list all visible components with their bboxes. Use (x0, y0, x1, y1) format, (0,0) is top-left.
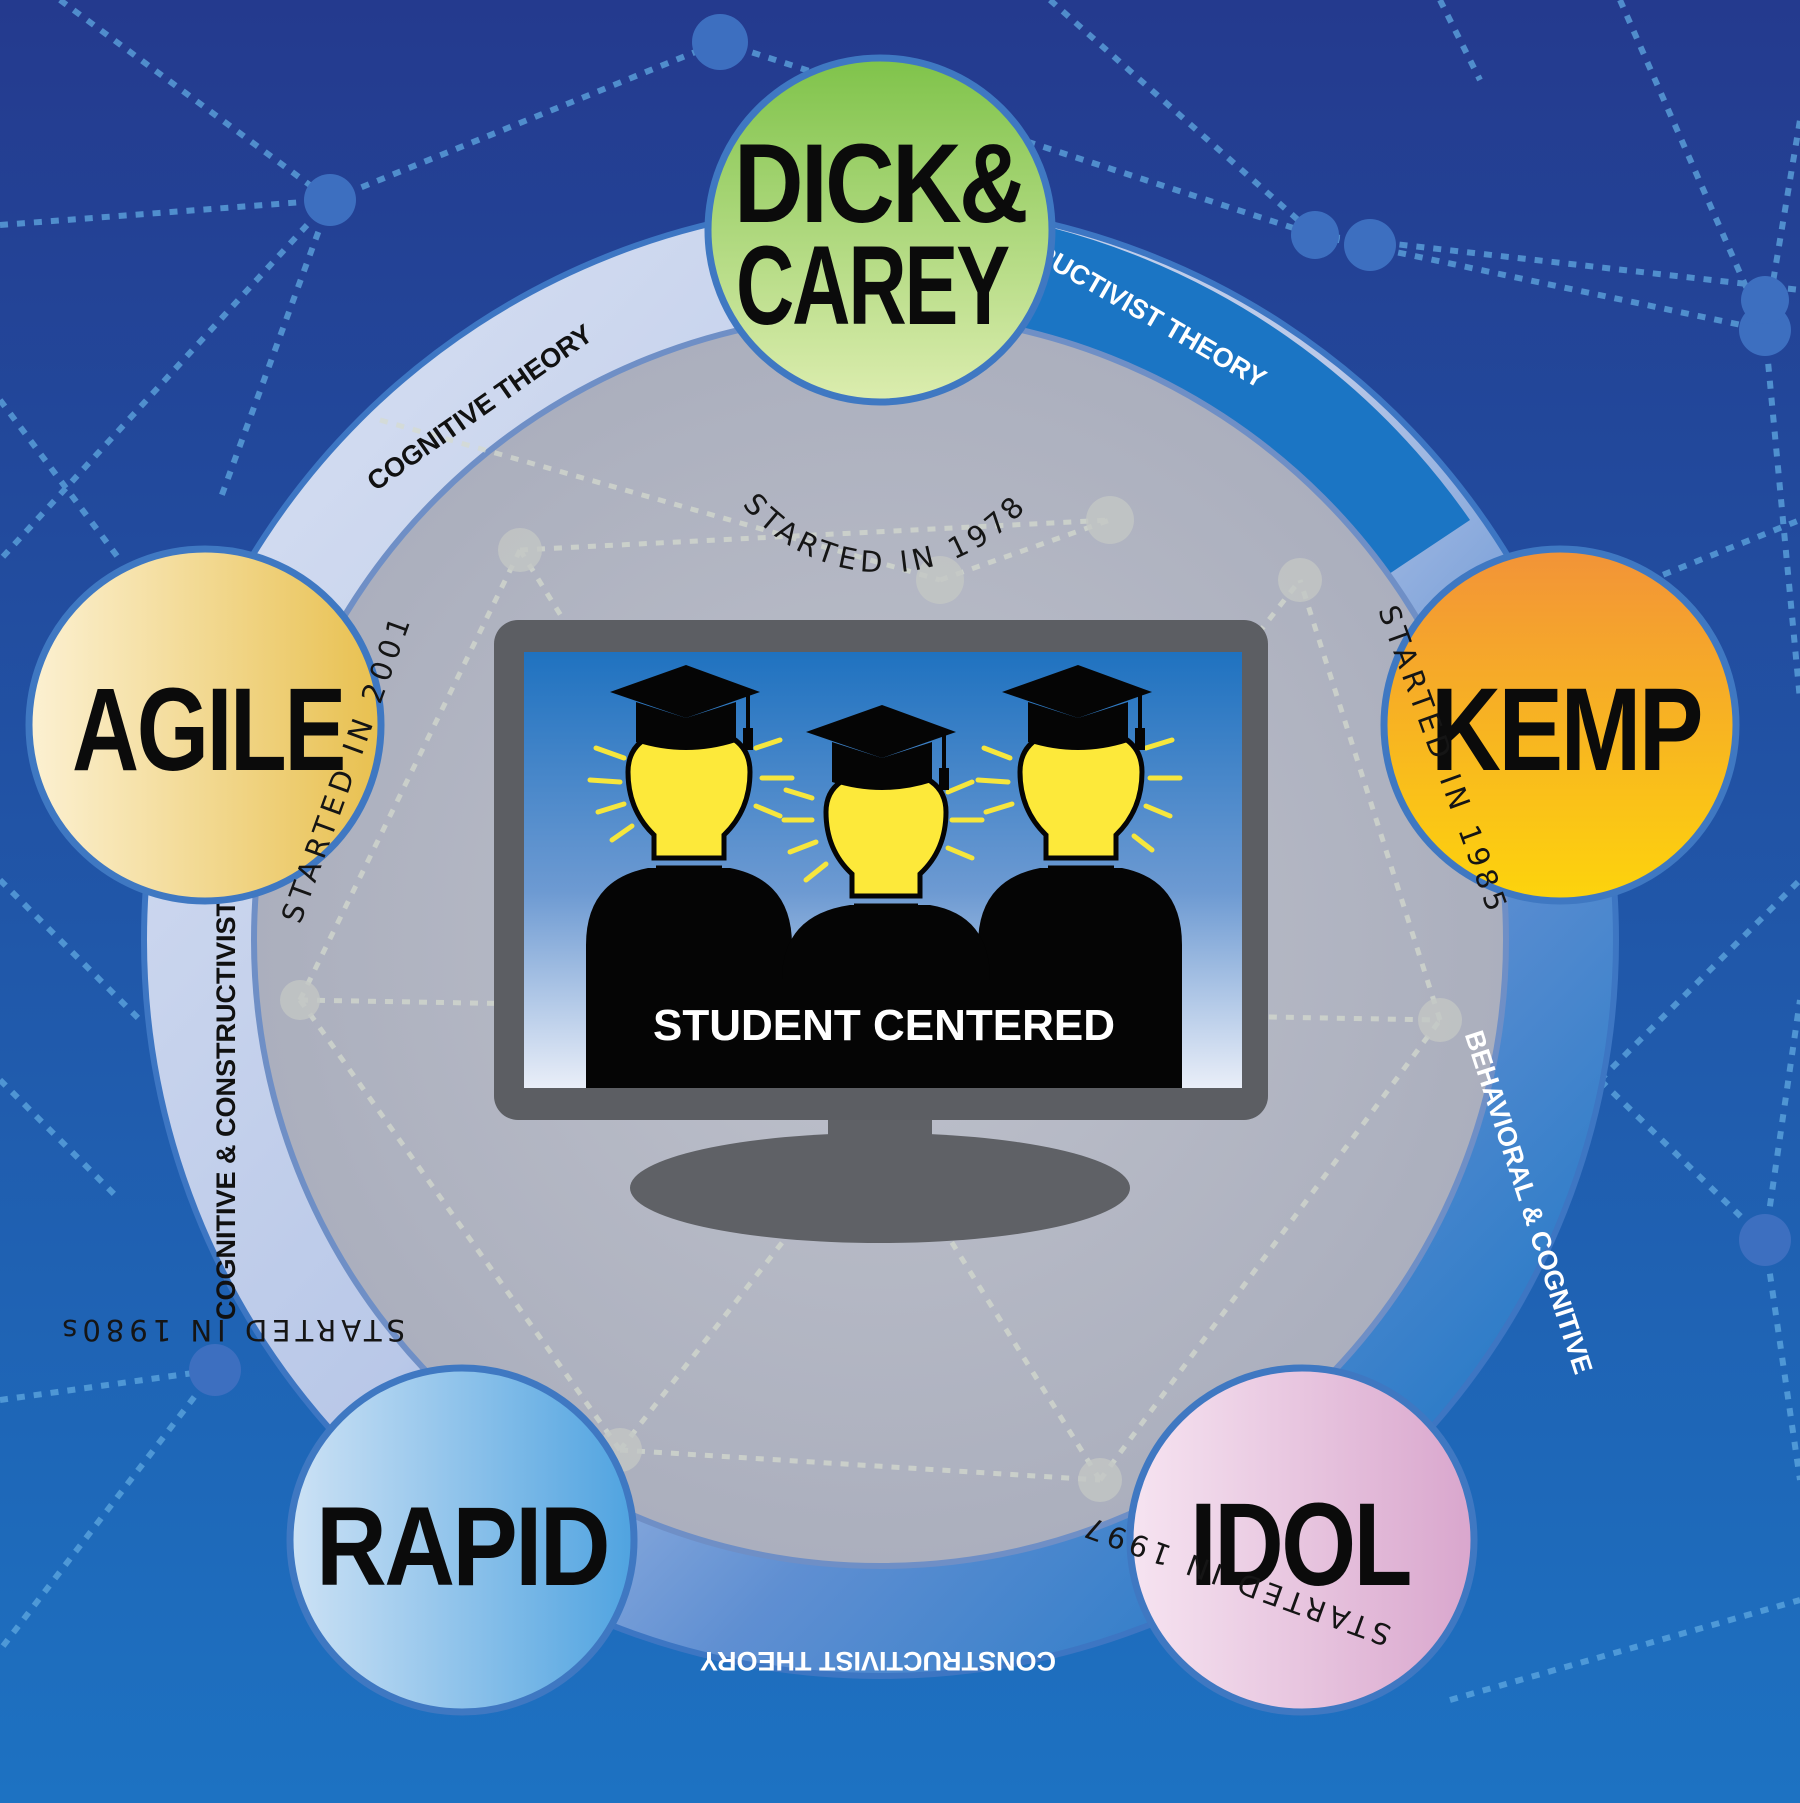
students (586, 665, 1183, 1088)
model-circle-dick-carey (704, 54, 1056, 406)
theory-label-rapid-agile: COGNITIVE & CONSTRUCTIVIST (211, 899, 241, 1320)
model-circle-rapid (286, 1364, 638, 1716)
inner-network-nodes (280, 496, 1462, 1502)
model-label-dick-carey-line1: DICK& (734, 121, 1026, 246)
model-started-rapid: STARTED IN 1980s (57, 1313, 405, 1347)
monitor: STUDENT CENTERED (494, 620, 1268, 1243)
model-label-dick-carey-line2: CAREY (736, 223, 1009, 348)
model-label-idol: IDOL (1190, 1479, 1410, 1611)
center-label: STUDENT CENTERED (653, 1001, 1115, 1050)
model-circle-agile (25, 545, 385, 905)
model-label-agile: AGILE (72, 664, 344, 796)
network-nodes (189, 14, 1791, 1396)
grad-cap-left (610, 665, 760, 750)
model-circle-idol (1126, 1364, 1478, 1716)
student-gown-right (978, 868, 1182, 1088)
theory-label-idol-rapid: CONSTRUCTIVIST THEORY (700, 1646, 1056, 1676)
monitor-base (630, 1133, 1130, 1243)
grad-cap-right (1002, 665, 1152, 750)
model-circle-kemp (1380, 545, 1740, 905)
bulb-rays (587, 737, 1183, 883)
model-label-rapid: RAPID (316, 1484, 608, 1609)
model-rapid: RAPID STARTED IN 1980s (57, 1313, 638, 1716)
model-label-kemp: KEMP (1431, 664, 1701, 796)
student-gown-center (782, 905, 990, 1088)
grad-cap-center (806, 705, 956, 790)
student-gown-left (586, 868, 792, 1088)
